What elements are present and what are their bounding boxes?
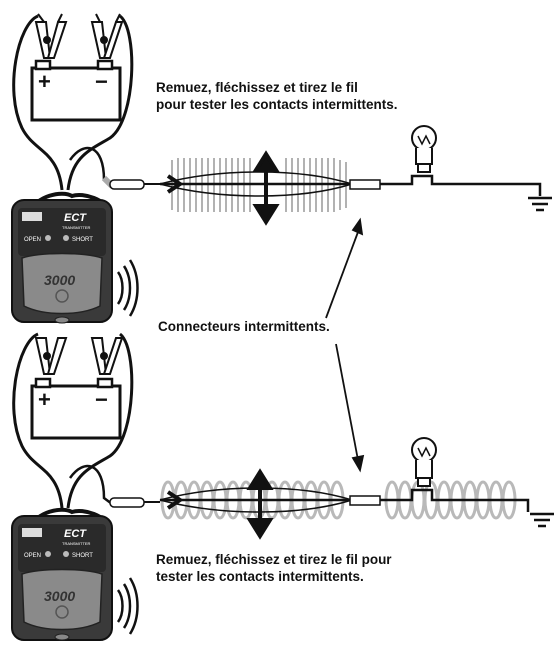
car-battery: + − [30, 59, 122, 122]
alligator-clip-negative [90, 13, 124, 59]
short-led-icon [63, 235, 69, 241]
coil-loop [410, 480, 426, 520]
alligator-clip-positive-bottom [34, 337, 68, 375]
brand-logo [22, 212, 42, 221]
sound-waves-icon-bottom [116, 577, 139, 635]
caption-bottom-line-2: tester les contacts intermittents. [156, 569, 364, 584]
caption-middle: Connecteurs intermittents. [158, 318, 330, 335]
device-brand: ECT [64, 212, 87, 224]
device-model: 3000 [44, 272, 75, 288]
short-led-icon-bottom [63, 551, 69, 557]
scene-top: + − ECT TRANSMITTE [11, 13, 552, 324]
car-battery-bottom: + − [30, 377, 122, 440]
caption-bottom: Remuez, fléchissez et tirez le fil pour … [156, 551, 392, 585]
light-bulb-icon [411, 125, 437, 173]
ect-transmitter-bottom: ECT TRANSMITTER OPEN SHORT 3000 [11, 507, 113, 641]
light-bulb-icon-bottom [411, 437, 437, 487]
led-short-label: SHORT [72, 237, 93, 243]
wire-connector [349, 179, 381, 190]
wire-top [159, 171, 353, 197]
battery-minus-sign-bottom: − [95, 387, 108, 412]
motion-arrow-vertical [252, 150, 280, 226]
wire-connector-bottom [349, 495, 381, 506]
device-subtitle-bottom: TRANSMITTER [62, 541, 91, 546]
caption-middle-text: Connecteurs intermittents. [158, 319, 330, 334]
ground-symbol-icon [528, 196, 552, 212]
led-open-label-bottom: OPEN [24, 553, 41, 559]
speaker-grille-icon [55, 289, 69, 303]
scene-bottom: + − ECT TRANSMITTER OPEN SHORT [11, 332, 554, 641]
ground-symbol-icon-bottom [530, 512, 554, 528]
battery-plus-sign-bottom: + [38, 387, 51, 412]
caption-top: Remuez, fléchissez et tirez le fil pour … [156, 79, 398, 113]
alligator-clip-positive [34, 13, 68, 59]
alligator-clip-negative-bottom [90, 337, 124, 375]
caption-bottom-line-1: Remuez, fléchissez et tirez le fil pour [156, 552, 392, 567]
motion-arrow-vertical-bottom [246, 468, 274, 540]
battery-plus-sign: + [38, 69, 51, 94]
sound-waves-icon [116, 259, 139, 317]
device-brand-bottom: ECT [64, 528, 87, 540]
test-probe-bottom [109, 497, 145, 508]
ect-transmitter: ECT TRANSMITTER OPEN SHORT 3000 [11, 191, 113, 324]
led-open-label: OPEN [24, 237, 41, 243]
test-probe [109, 179, 145, 190]
device-model-bottom: 3000 [44, 588, 75, 604]
open-led-icon-bottom [45, 551, 51, 557]
led-short-label-bottom: SHORT [72, 553, 93, 559]
caption-top-line-1: Remuez, fléchissez et tirez le fil [156, 80, 358, 95]
device-subtitle: TRANSMITTER [62, 225, 91, 230]
brand-logo-bottom [22, 528, 42, 537]
callout-arrows [325, 217, 365, 473]
caption-top-line-2: pour tester les contacts intermittents. [156, 97, 398, 112]
open-led-icon [45, 235, 51, 241]
battery-minus-sign: − [95, 69, 108, 94]
speaker-grille-icon-bottom [55, 605, 69, 619]
